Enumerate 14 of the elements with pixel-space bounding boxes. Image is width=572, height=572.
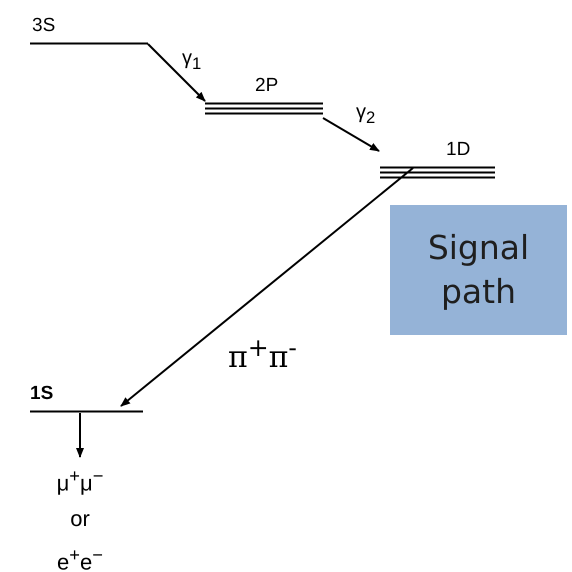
arrow (76, 413, 84, 458)
energy-level (30, 384, 143, 412)
energy-level (205, 76, 323, 114)
decay-products-label: μ$^{+}$μ$^{−}$ or e$^{+}$e$^{−}$ (48, 458, 112, 572)
level-label: 2P (255, 76, 278, 96)
arrow (147, 43, 206, 102)
signal-path-box: Signal path (390, 205, 567, 335)
arrow (322, 117, 380, 152)
level-label: 1S (30, 384, 54, 404)
level-label: 1D (446, 140, 470, 160)
energy-level (30, 16, 148, 44)
arrow (120, 167, 414, 407)
energy-level (380, 140, 495, 178)
level-label: 3S (32, 16, 56, 36)
